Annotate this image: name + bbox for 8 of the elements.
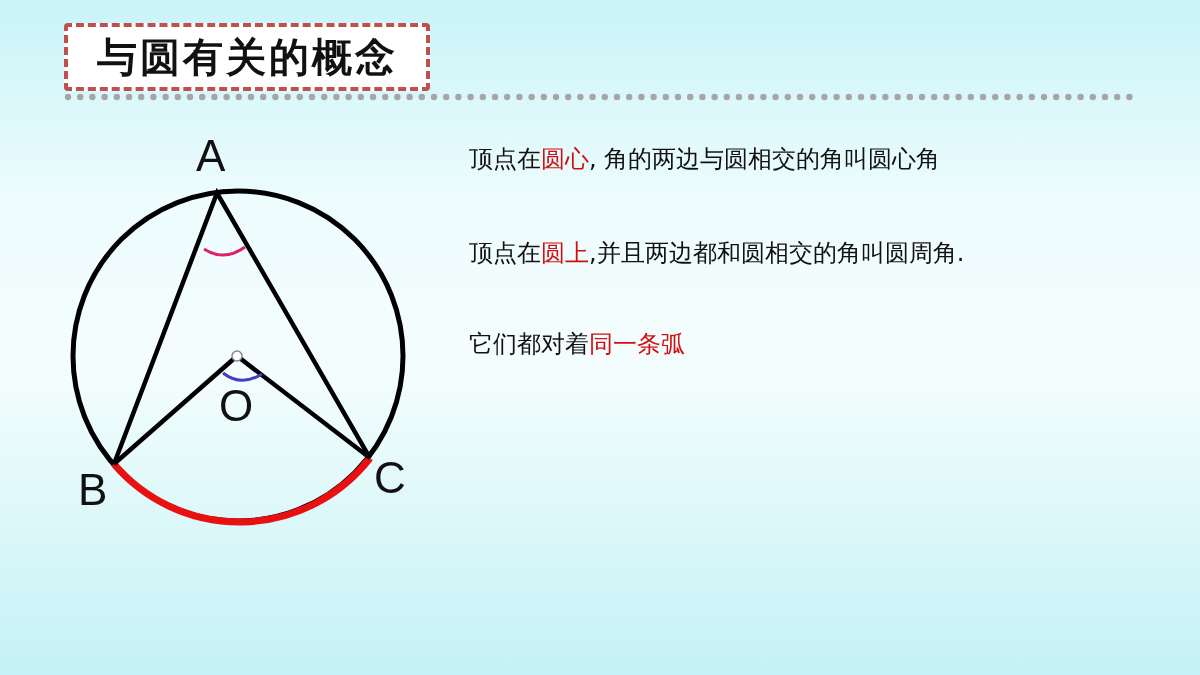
point-label: O [219,384,254,428]
title-banner: 与圆有关的概念 [64,23,430,91]
definition-text: 顶点在圆心, 角的两边与圆相交的角叫圆心角 [469,144,941,175]
definition-text: 顶点在圆上,并且两边都和圆相交的角叫圆周角. [469,238,965,269]
point-label: B [78,468,108,512]
note-text: 它们都对着同一条弧 [469,329,685,360]
point-label: C [374,456,406,500]
point-label: A [196,134,226,178]
